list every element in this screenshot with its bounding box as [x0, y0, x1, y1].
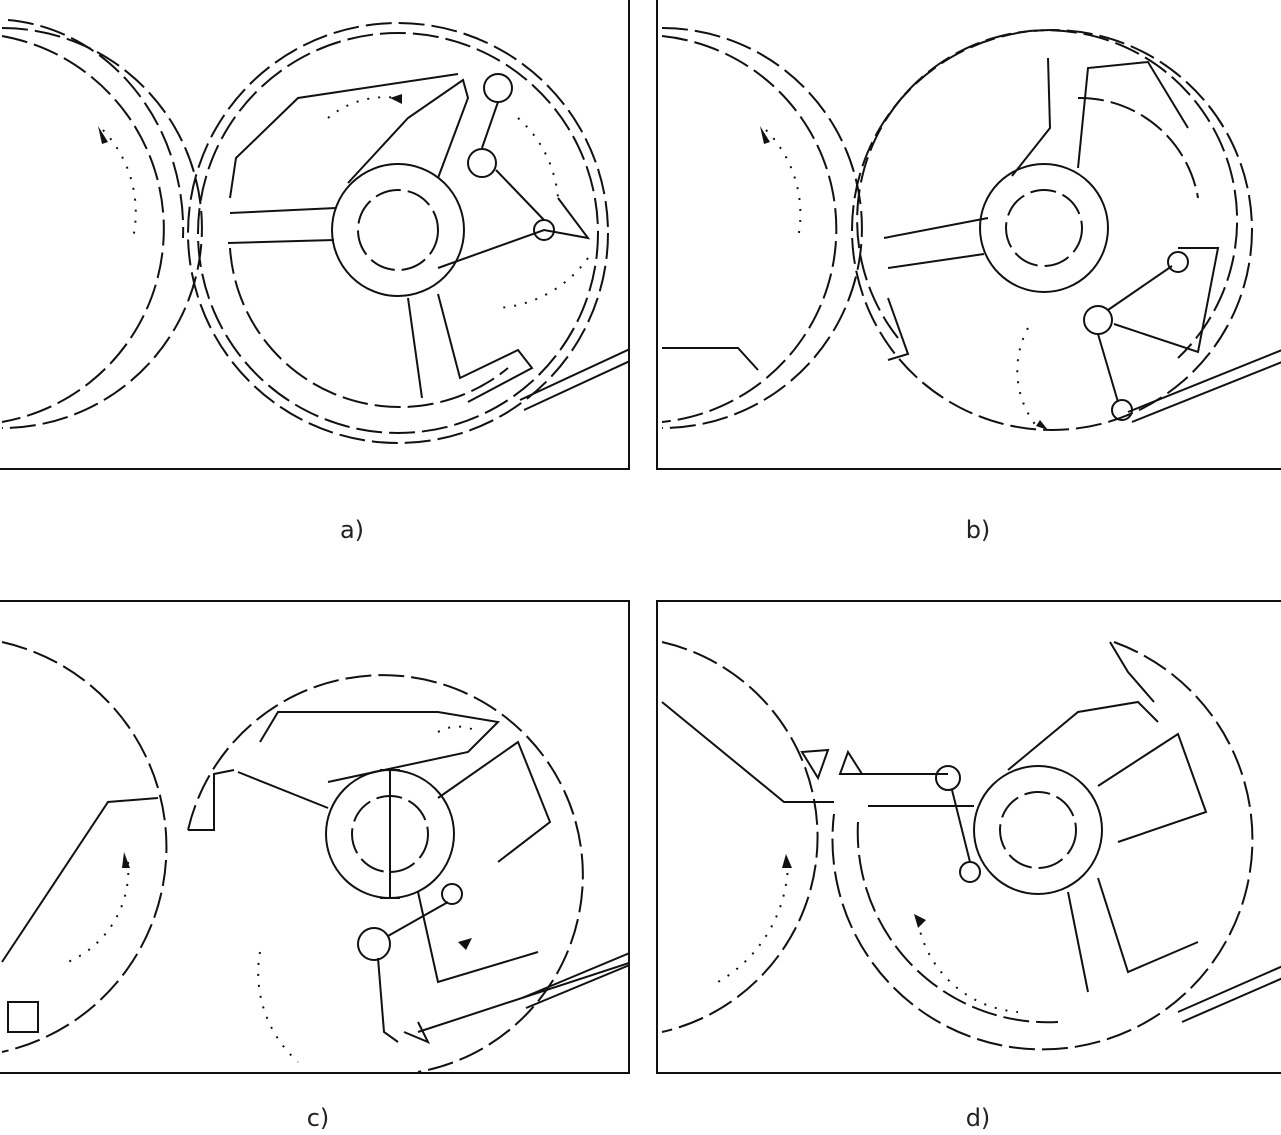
panel-b-drawing — [661, 27, 1281, 431]
panel-a — [0, 0, 630, 470]
caption-b: b) — [965, 516, 991, 544]
panel-d-drawing — [661, 641, 1281, 1051]
panel-c-drawing — [1, 641, 628, 1072]
panel-d — [656, 600, 1281, 1074]
caption-c: c) — [306, 1104, 330, 1132]
caption-d: d) — [965, 1104, 991, 1132]
panel-c — [0, 600, 630, 1074]
panel-a-drawing — [1, 19, 628, 444]
caption-a: a) — [339, 516, 365, 544]
panel-b — [656, 0, 1281, 470]
